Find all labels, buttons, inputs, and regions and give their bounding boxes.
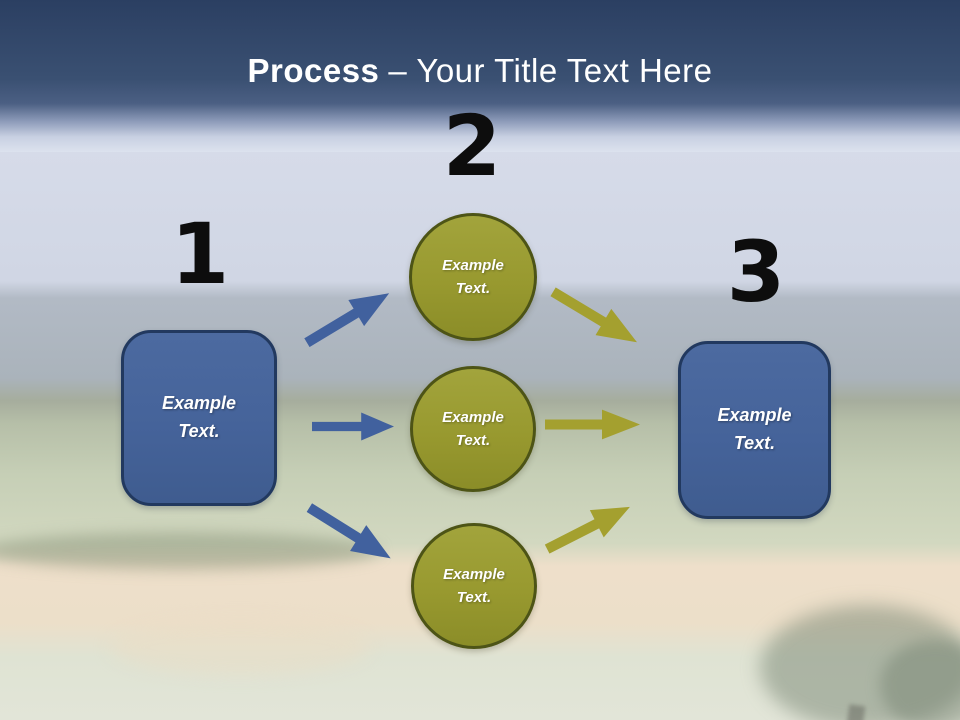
step-number-3: 3 [726, 223, 786, 321]
arrow-box1-to-circle-top [298, 279, 398, 358]
process-circle-bottom-label: Example Text. [443, 565, 505, 606]
process-box-right: Example Text. [678, 341, 831, 519]
process-circle-middle: Example Text. [410, 366, 536, 492]
background-sand-patch [110, 620, 370, 675]
arrow-box1-to-circle-middle [312, 411, 394, 442]
arrow-circle-middle-to-box3 [545, 408, 640, 441]
step-number-1: 1 [170, 205, 230, 303]
slide-title-bold: Process [247, 52, 380, 89]
process-box-right-label: Example Text. [717, 405, 792, 453]
background-treeline [0, 532, 380, 570]
process-circle-top-label: Example Text. [442, 256, 504, 297]
process-circle-top: Example Text. [409, 213, 537, 341]
arrow-circle-top-to-box3 [544, 277, 646, 357]
title-bar [0, 0, 960, 152]
arrow-box1-to-circle-bottom [300, 493, 399, 573]
arrow-circle-bottom-to-box3 [539, 492, 637, 565]
process-box-left-label: Example Text. [161, 393, 237, 441]
step-number-2: 2 [442, 97, 502, 195]
slide-title: Process– Your Title Text Here [0, 52, 960, 90]
process-box-left: Example Text. [121, 330, 277, 506]
process-circle-middle-label: Example Text. [442, 408, 504, 449]
process-circle-bottom: Example Text. [411, 523, 537, 649]
slide-title-regular: – Your Title Text Here [388, 52, 713, 89]
background-tree-canopy [760, 605, 960, 720]
